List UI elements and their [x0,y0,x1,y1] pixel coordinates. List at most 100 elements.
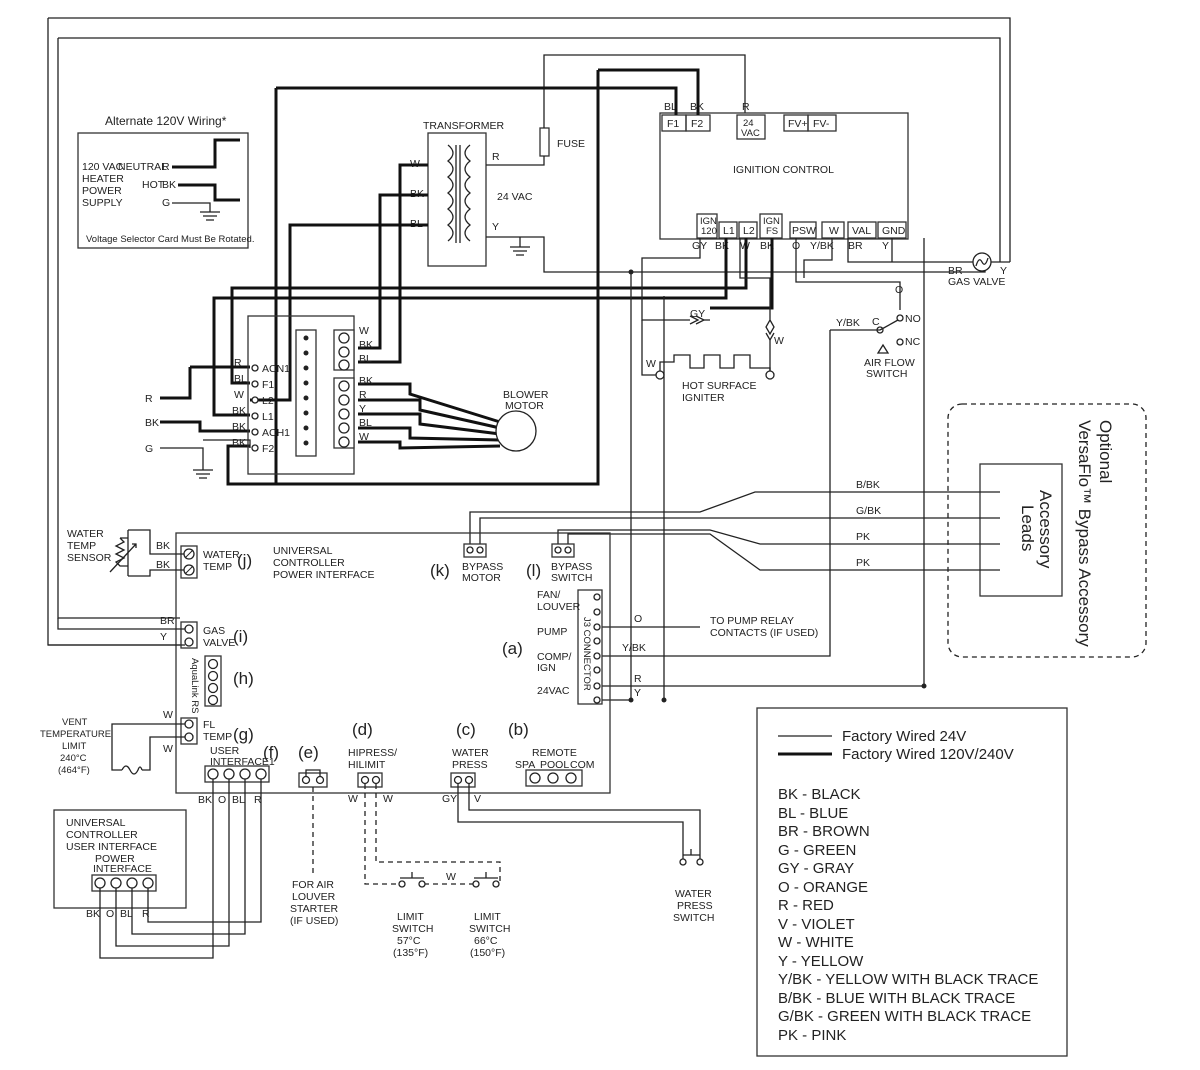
fl-limit-5: (464°F) [58,765,90,776]
letter-i: (i) [233,627,248,646]
accessory-leads-box [979,463,1063,597]
bp-wire-pk2: PK [856,557,870,569]
limit-w: W [446,871,456,883]
bs-label-1: BYPASS [551,561,592,573]
af-no: NO [905,313,921,325]
legend-color-3: G - GREEN [778,842,856,859]
vc-in-r: R [145,393,153,405]
wps-label-3: SWITCH [673,912,714,924]
vc-wire-bk3: BK [232,437,246,449]
ign-fs: FS [766,226,778,237]
vc-wire-bk1: BK [232,405,246,417]
vc-f2: F2 [262,443,274,455]
j3-label: J3 CONNECTOR [581,617,592,691]
ui-wire-r: R [254,794,262,806]
gas-valve: BR Y GAS VALVE [847,238,1010,288]
legend-color-7: V - VIOLET [778,916,855,933]
af-nc: NC [905,336,921,348]
remote-label: REMOTE [532,747,577,759]
bm-label-2: MOTOR [462,572,501,584]
wt-sensor-2: TEMP [67,540,96,552]
leads-label-2: Leads [1018,505,1037,551]
wp-wire-v: V [474,793,481,805]
heavy-wires-120v [160,68,774,486]
uc-title-1: UNIVERSAL [273,545,333,557]
wt-sensor-3: SENSOR [67,552,112,564]
af-label-2: SWITCH [866,368,907,380]
ls2-4: (150°F) [470,947,505,959]
blower-motor-icon [495,410,537,452]
legend-box [756,707,1068,1057]
fl-wire-w2: W [163,743,173,755]
wt-wire-bk1: BK [156,540,170,552]
vc-rt-bl: BL [359,353,372,365]
alt-wiring-title: Alternate 120V Wiring* [105,114,227,128]
bypass-title-2: VersaFlo™ Bypass Accessory [1075,420,1094,647]
alt-supply-1: 120 VAC [82,161,124,173]
uib-wire-bl: BL [120,908,133,920]
vc-rb-y: Y [359,403,366,415]
legend-color-11: B/BK - BLUE WITH BLACK TRACE [778,990,1015,1007]
vc-in-bk: BK [145,417,159,429]
legend-color-12: G/BK - GREEN WITH BLACK TRACE [778,1008,1031,1025]
hp-label-1: HIPRESS/ [348,747,397,759]
uib-sub-1: POWER [95,853,135,865]
ign-vac: VAC [741,128,760,139]
j3-ign: IGN [537,662,556,674]
j3-wire-y: Y [634,687,641,699]
letter-f: (f) [263,743,279,762]
legend-color-0: BK - BLACK [778,786,861,803]
alternate-120v-wiring: Alternate 120V Wiring* 120 VAC HEATER PO… [77,114,254,249]
gv-y: Y [1000,265,1007,277]
wt-sensor-1: WATER [67,528,104,540]
bp-wire-pk1: PK [856,531,870,543]
ls2-3: 66°C [474,935,498,947]
j3-louver: LOUVER [537,601,581,613]
bypass-title-1: Optional [1096,420,1115,483]
wps-label-2: PRESS [677,900,713,912]
alt-hot-wire: BK [162,179,176,191]
ls1-2: SWITCH [392,923,433,935]
ignition-title: IGNITION CONTROL [733,164,834,176]
af-label-1: AIR FLOW [864,357,915,369]
bp-wire-bbk: B/BK [856,479,880,491]
gv-br: BR [948,265,963,277]
fl-limit-4: 240°C [60,753,87,764]
gvc-label-2: VALVE [203,637,235,649]
legend-120v: Factory Wired 120V/240V [842,746,1014,763]
leads-label-1: Accessory [1036,490,1055,569]
ign-val: VAL [852,225,871,237]
ui-wire-bk: BK [198,794,212,806]
ign-wire-y: Y [882,240,889,252]
legend: Factory Wired 24V Factory Wired 120V/240… [756,707,1068,1057]
xfmr-y: Y [492,221,499,233]
gvc-wire-br: BR [160,615,175,627]
vc-wire-r: R [234,357,242,369]
ign-120: 120 [701,226,717,237]
letter-b: (b) [508,720,529,739]
ign-wire-ybk: Y/BK [810,240,834,252]
ls1-4: (135°F) [393,947,428,959]
letter-j: (j) [237,551,252,570]
vc-rb-bk: BK [359,375,373,387]
legend-color-6: R - RED [778,897,834,914]
legend-color-13: PK - PINK [778,1027,846,1044]
wps-label-1: WATER [675,888,712,900]
louver-3: STARTER [290,903,338,915]
letter-e: (e) [298,743,319,762]
wt-wire-bk2: BK [156,559,170,571]
uib-wire-o: O [106,908,114,920]
wt-label-1: WATER [203,549,240,561]
legend-24v: Factory Wired 24V [842,728,966,745]
igniter-airflow: GY W W HOT SURFACE IGNITER O NO C NC Y/B… [641,238,921,404]
j3-pump: PUMP [537,626,567,638]
af-c: C [872,316,880,328]
fl-wire-w1: W [163,709,173,721]
hp-label-2: HILIMIT [348,759,386,771]
hp-wire-w1: W [348,793,358,805]
vc-l2: L2 [262,395,274,407]
legend-color-1: BL - BLUE [778,805,848,822]
uib-sub-2: INTERFACE [93,863,152,875]
vc-rt-bk: BK [359,339,373,351]
ign-gnd: GND [882,225,906,237]
